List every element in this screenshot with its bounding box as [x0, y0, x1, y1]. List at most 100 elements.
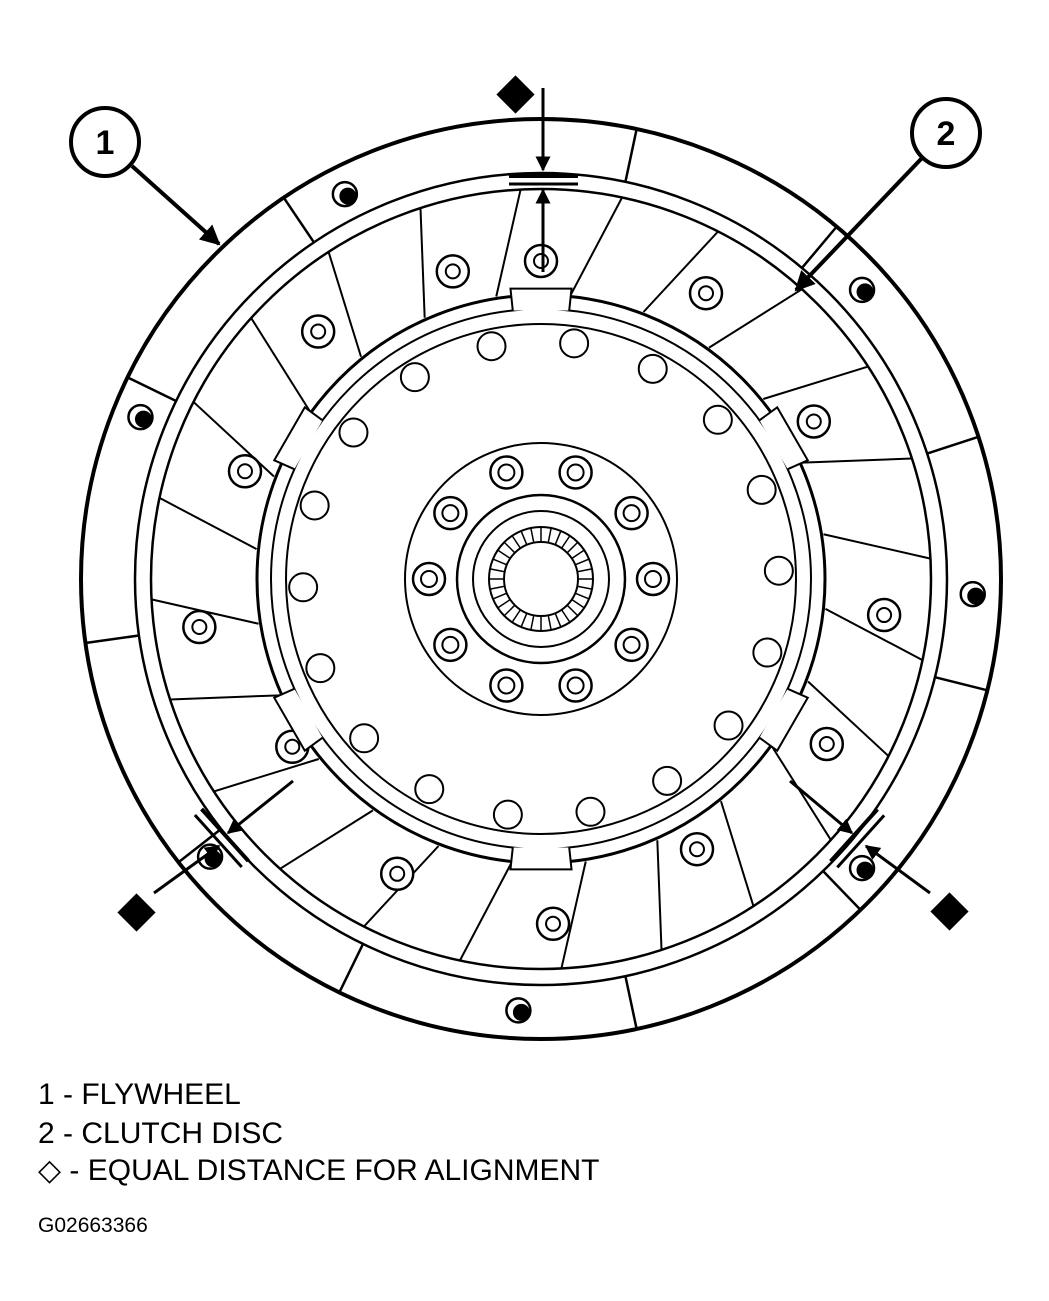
hub-bolt-center [420, 570, 438, 588]
hub-bolt-center [497, 463, 516, 482]
flywheel-notch [85, 634, 140, 645]
legend-item-flywheel: 1 - FLYWHEEL [38, 1077, 241, 1113]
plate-hole [476, 331, 507, 362]
plate-tab [272, 405, 324, 471]
disc-spoke [495, 189, 522, 297]
pressure-plate [255, 287, 827, 871]
disc-spoke [824, 608, 923, 661]
hub-spline [492, 558, 508, 566]
plate-hole [763, 555, 794, 586]
plate-hole [575, 796, 606, 827]
flywheel-notch [934, 676, 988, 692]
disc-spoke [159, 497, 258, 550]
flywheel-notch [282, 196, 316, 244]
plate-hole [349, 723, 380, 754]
alignment-marks [153, 88, 931, 895]
disc-rivet-center [191, 619, 208, 636]
hub-spline [560, 609, 571, 623]
hub-spline [560, 535, 571, 549]
pointer-arrow-icon [794, 156, 924, 292]
disc-spoke [656, 840, 663, 950]
pointer-arrow-icon [130, 164, 221, 246]
hub-spline [554, 612, 562, 628]
legend-label: CLUTCH DISC [81, 1117, 284, 1150]
disc-spoke [419, 208, 426, 318]
plate-hole [299, 490, 330, 521]
flywheel-hole-shadow [134, 410, 152, 428]
disc-rivet-center [698, 285, 714, 302]
legend-key: 2 [38, 1117, 55, 1150]
disc-spoke [279, 809, 374, 870]
hub-spline [489, 568, 505, 573]
disc-spoke [170, 694, 280, 701]
disc-spoke [327, 251, 362, 358]
hub-spline [566, 604, 579, 617]
diamond-outline-icon: ◇ [38, 1154, 62, 1187]
disc-rivet-center [284, 738, 301, 755]
disc-spoke [771, 746, 832, 841]
disc-rivet-center [818, 736, 835, 752]
plate-hole [752, 637, 783, 668]
hub-spline [571, 549, 585, 560]
hub-spline [503, 541, 516, 554]
hub-spline [489, 585, 505, 590]
plate-hole [305, 653, 336, 684]
disc-rivet-center [876, 607, 893, 624]
hub-spline [520, 612, 528, 628]
legend-separator: - [54, 1117, 82, 1150]
callout-1: 1 [69, 106, 221, 246]
clutch-disc [149, 187, 933, 971]
alignment-diamond-icon [496, 75, 535, 114]
disc-rivet-center [444, 263, 461, 280]
hub [404, 442, 678, 716]
hub-bolt-center [441, 635, 460, 654]
plate-hole [414, 774, 445, 805]
hub-spline [530, 527, 535, 543]
hub-bolt-center [644, 570, 662, 588]
disc-spoke [720, 800, 755, 907]
disc-rivet-center [236, 463, 253, 480]
legend-separator: - [54, 1078, 82, 1111]
disc-spoke [642, 230, 719, 313]
hub-spline [566, 541, 579, 554]
plate-tab [272, 687, 324, 753]
disc-spoke [807, 680, 890, 757]
callout-1-number: 1 [96, 124, 115, 162]
plate-hole [713, 710, 744, 741]
hub-spline [577, 585, 593, 590]
plate-hole [492, 799, 523, 830]
flywheel-notch [624, 975, 638, 1030]
hub-spline [511, 609, 522, 623]
disc-rivet-center [689, 841, 705, 858]
disc-rivet-center [805, 413, 822, 430]
disc-spoke [250, 317, 311, 412]
hub-bolt-center [622, 504, 641, 523]
plate-tab [509, 287, 573, 311]
legend-key: 1 [38, 1078, 55, 1111]
flywheel-hole-shadow [967, 587, 985, 605]
plate-hole [652, 765, 683, 796]
hub-spline [547, 527, 552, 543]
legend-label: EQUAL DISTANCE FOR ALIGNMENT [87, 1154, 600, 1187]
disc-spoke [459, 862, 512, 961]
plate-hole [338, 417, 369, 448]
clutch-alignment-diagram: 1 2 [69, 75, 1003, 1041]
plate-tab [758, 405, 810, 471]
plate-tab [758, 687, 810, 753]
hub-spline [492, 592, 508, 600]
alignment-diamond-icon [930, 892, 969, 931]
hub-bolt-center [497, 676, 516, 695]
legend-item-alignment: ◇ - EQUAL DISTANCE FOR ALIGNMENT [38, 1153, 600, 1189]
callout-2-number: 2 [937, 115, 956, 153]
hub-spline [530, 615, 535, 631]
plate-hole [702, 404, 733, 435]
flywheel-hole-shadow [856, 283, 874, 301]
hub-spline [577, 568, 593, 573]
legend-label: FLYWHEEL [81, 1078, 241, 1111]
plate-hole [637, 353, 668, 384]
hub-bolt-center [441, 504, 460, 523]
hub-bolt-center [566, 463, 585, 482]
flywheel-notch [127, 376, 177, 403]
hub-spline [520, 530, 528, 546]
plate-hole [288, 572, 319, 603]
